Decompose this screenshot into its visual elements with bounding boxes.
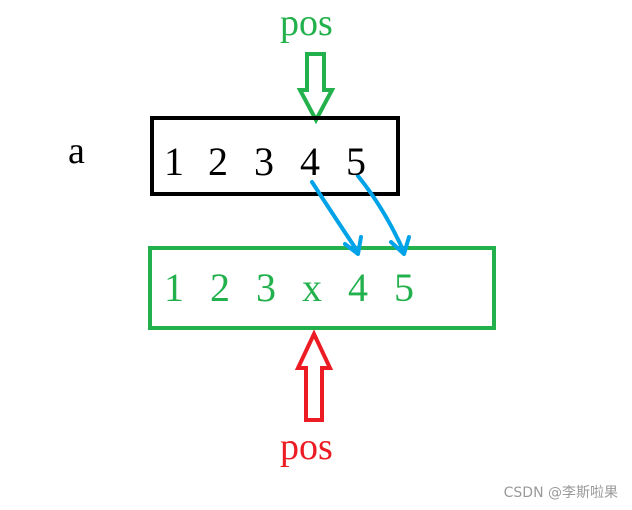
array-a-cell: 5 [346,139,366,184]
shift-arrows [310,174,411,256]
array-b-box [148,246,496,330]
shift-arrow-4 [310,180,360,254]
array-a-box [150,116,400,196]
array-b-cell: 4 [348,265,368,310]
array-b-cell: 1 [164,265,184,310]
bottom-pos-label: pos [280,426,333,468]
array-b-cell: 3 [256,265,276,310]
array-b-cell: 2 [210,265,230,310]
array-b-cell: x [302,265,322,310]
bottom-pos-arrow [294,329,334,422]
shift-arrow-5 [356,174,406,254]
array-name-label: a [68,130,85,172]
top-pos-arrow [296,52,336,125]
array-b-cell: 5 [394,265,414,310]
top-pos-label: pos [280,2,333,44]
array-a-cell: 1 [164,139,184,184]
array-a-cell: 4 [300,139,320,184]
array-a-cell: 3 [254,139,274,184]
watermark: CSDN @李斯啦果 [503,485,618,501]
array-a-cell: 2 [208,139,228,184]
